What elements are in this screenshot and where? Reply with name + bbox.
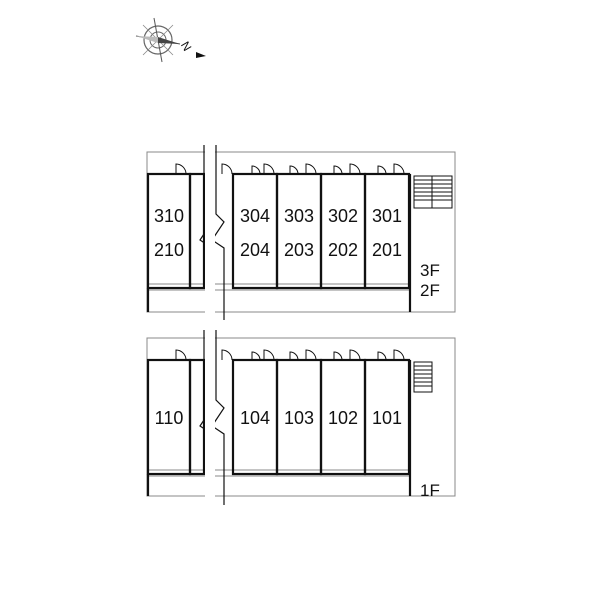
unit-310-label: 310 bbox=[154, 206, 184, 226]
unit-210-label: 210 bbox=[154, 240, 184, 260]
floor-label-1f: 1F bbox=[420, 481, 440, 500]
compass-north-label: N bbox=[178, 39, 194, 54]
unit-301-label: 301 bbox=[372, 206, 402, 226]
unit-110-label: 110 bbox=[155, 408, 184, 428]
lower-block: 110 104 103 102 101 1F bbox=[146, 330, 456, 505]
unit-104-label: 104 bbox=[240, 408, 270, 428]
floor-label-2f: 2F bbox=[420, 281, 440, 300]
unit-203-label: 203 bbox=[284, 240, 314, 260]
unit-103-label: 103 bbox=[284, 408, 314, 428]
unit-302-label: 302 bbox=[328, 206, 358, 226]
unit-102-label: 102 bbox=[328, 408, 358, 428]
unit-202-label: 202 bbox=[328, 240, 358, 260]
floor-label-3f: 3F bbox=[420, 261, 440, 280]
unit-304-label: 304 bbox=[240, 206, 270, 226]
unit-204-label: 204 bbox=[240, 240, 270, 260]
unit-201-label: 201 bbox=[372, 240, 402, 260]
north-arrow-icon bbox=[196, 52, 206, 58]
unit-303-label: 303 bbox=[284, 206, 314, 226]
stairs-icon bbox=[413, 361, 433, 393]
stairs-icon bbox=[413, 175, 453, 209]
compass-rose-icon bbox=[135, 17, 181, 63]
unit-101-label: 101 bbox=[372, 408, 402, 428]
upper-block: 310 210 304 204 303 203 302 202 301 201 … bbox=[146, 145, 456, 320]
